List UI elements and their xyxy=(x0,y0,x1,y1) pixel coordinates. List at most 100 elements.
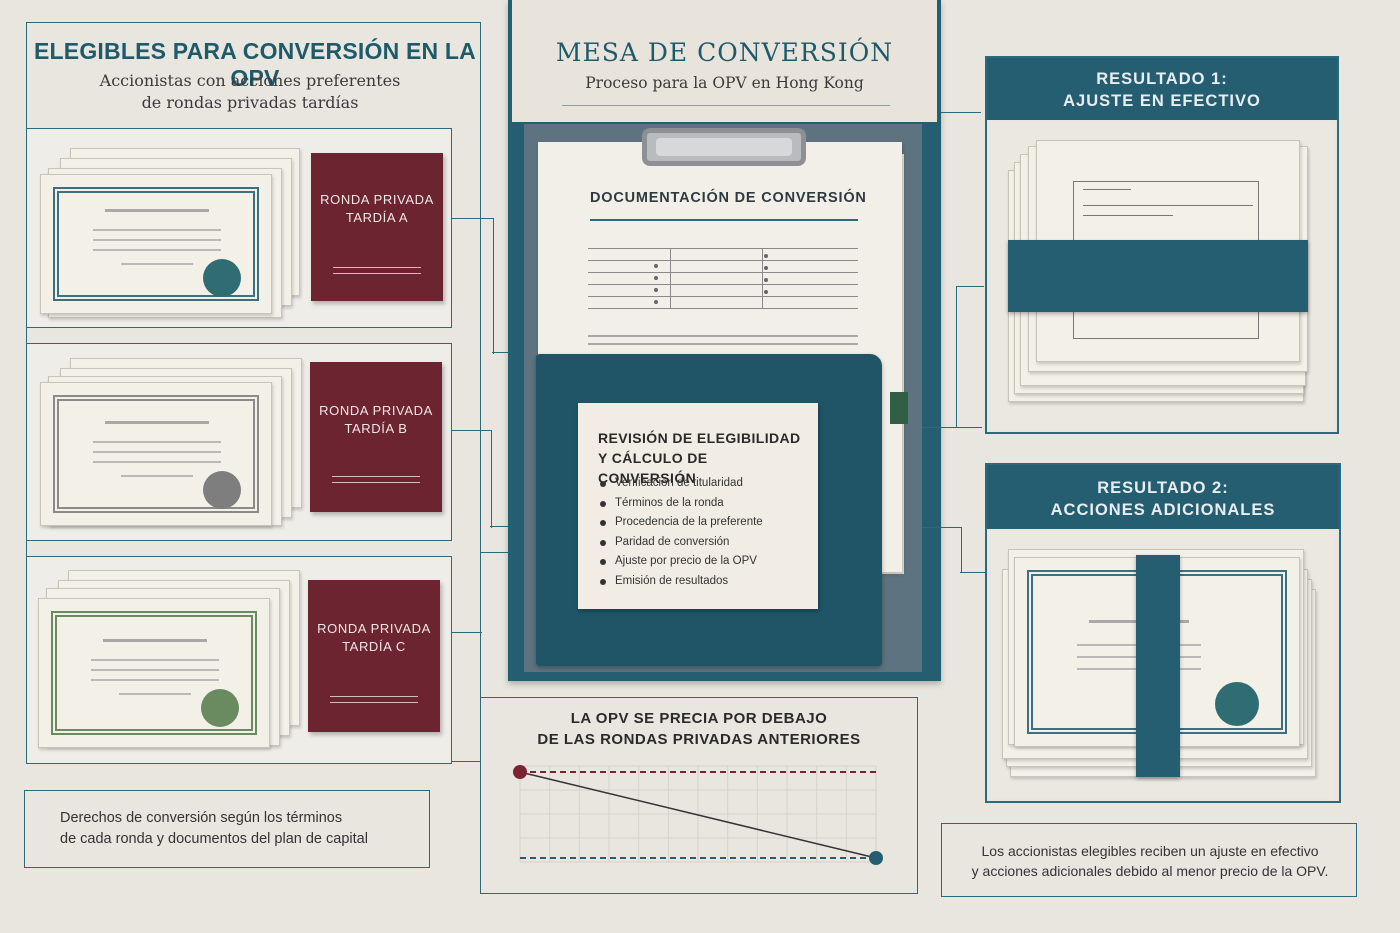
conversion-rights-note: Derechos de conversión según los término… xyxy=(60,808,420,850)
folder-tab xyxy=(890,392,908,424)
conversion-rights-note-line-2: de cada ronda y documentos del plan de c… xyxy=(60,831,368,847)
result-2-title-line-2: ACCIONES ADICIONALES xyxy=(1050,501,1276,519)
header-divider xyxy=(562,105,890,106)
review-step: Procedencia de la preferente xyxy=(615,516,763,528)
table-rule xyxy=(588,248,858,249)
round-card-c[interactable]: RONDA PRIVADA TARDÍA C xyxy=(308,580,440,732)
ipo-price-chart xyxy=(513,765,883,865)
certificate-border-c xyxy=(51,611,257,735)
conversion-desk-header xyxy=(512,0,937,122)
chart-title-line-2: DE LAS RONDAS PRIVADAS ANTERIORES xyxy=(537,731,861,748)
table-rule xyxy=(588,284,858,285)
connector-line-b-end xyxy=(490,526,522,527)
certificate-border-b xyxy=(53,395,259,513)
connector-line-c-up xyxy=(480,552,522,632)
result-2-frame xyxy=(985,463,1341,803)
result-2-header xyxy=(987,465,1339,529)
table-column-rule xyxy=(762,248,763,308)
round-card-a-line-2: TARDÍA A xyxy=(345,210,409,225)
certificate-front-b xyxy=(40,382,272,526)
chart-series-line-1 xyxy=(519,771,877,859)
conversion-desk-title: MESA DE CONVERSIÓN xyxy=(555,38,894,67)
table-footer-rule xyxy=(588,335,858,337)
table-dot xyxy=(764,266,768,270)
review-step: Términos de la ronda xyxy=(615,497,724,509)
result-2-title-line-1: RESULTADO 2: xyxy=(1097,479,1229,497)
result-2-title: RESULTADO 2: ACCIONES ADICIONALES xyxy=(987,477,1339,521)
eligibility-review-title-line-2: Y CÁLCULO DE CONVERSIÓN xyxy=(598,450,708,486)
result-1-header xyxy=(987,58,1337,120)
result-1-title-line-2: AJUSTE EN EFECTIVO xyxy=(1063,92,1261,110)
connector-line-c xyxy=(452,632,482,633)
round-card-b-line-2: TARDÍA B xyxy=(344,421,408,436)
table-dot xyxy=(764,290,768,294)
outcome-note-line-2: y acciones adicionales debido al menor p… xyxy=(971,863,1329,879)
bullet-icon xyxy=(600,481,606,487)
chart-point-private-round xyxy=(513,765,527,779)
table-rule xyxy=(588,296,858,297)
ipo-price-chart-frame xyxy=(480,697,918,894)
additional-shares-stack xyxy=(1000,543,1320,783)
review-step: Paridad de conversión xyxy=(615,536,730,548)
round-card-b-line-1: RONDA PRIVADA xyxy=(319,403,433,418)
eligible-subtitle-line-2: de rondas privadas tardías xyxy=(141,93,359,112)
bullet-icon xyxy=(600,579,606,585)
eligibility-review-card[interactable] xyxy=(578,403,818,609)
review-step: Verificación de titularidad xyxy=(615,477,743,489)
conversion-rights-note-line-1: Derechos de conversión según los término… xyxy=(60,810,343,826)
result-1-title: RESULTADO 1: AJUSTE EN EFECTIVO xyxy=(987,68,1337,112)
connector-line-b xyxy=(452,430,492,528)
document-title: DOCUMENTACIÓN DE CONVERSIÓN xyxy=(590,190,867,206)
connector-result-2 xyxy=(922,527,962,573)
certificate-front-c xyxy=(38,598,270,748)
connector-result-2-end xyxy=(960,572,986,573)
chart-title-line-1: LA OPV SE PRECIA POR DEBAJO xyxy=(570,710,828,727)
chart-point-ipo xyxy=(869,851,883,865)
outcome-note-frame xyxy=(941,823,1357,897)
shares-band xyxy=(1136,555,1180,777)
result-1-title-line-1: RESULTADO 1: xyxy=(1096,70,1228,88)
outcome-note: Los accionistas elegibles reciben un aju… xyxy=(950,841,1350,881)
bullet-icon xyxy=(600,559,606,565)
eligible-title: ELEGIBLES PARA CONVERSIÓN EN LA OPV xyxy=(34,38,476,91)
table-rule xyxy=(588,272,858,273)
eligible-subtitle: Accionistas con acciones preferentes de … xyxy=(60,70,440,114)
table-dot xyxy=(764,278,768,282)
review-step: Ajuste por precio de la OPV xyxy=(615,555,757,567)
connector-result-1-vertical xyxy=(956,286,984,428)
clip-inner xyxy=(656,138,792,156)
table-dot xyxy=(654,288,658,292)
seal-icon xyxy=(203,471,241,509)
connector-line-a-end xyxy=(492,352,522,353)
table-dot xyxy=(654,300,658,304)
certificate-border-a xyxy=(53,187,259,301)
ipo-price-chart-title: LA OPV SE PRECIA POR DEBAJO DE LAS RONDA… xyxy=(480,708,918,750)
seal-icon xyxy=(201,689,239,727)
seal-icon xyxy=(1215,682,1259,726)
chart-grid xyxy=(519,765,877,863)
eligibility-review-title: REVISIÓN DE ELEGIBILIDAD Y CÁLCULO DE CO… xyxy=(598,428,808,488)
bullet-icon xyxy=(600,520,606,526)
round-card-a-line-1: RONDA PRIVADA xyxy=(320,192,434,207)
eligible-subtitle-line-1: Accionistas con acciones preferentes xyxy=(99,71,401,90)
connector-line-a xyxy=(452,218,494,354)
eligibility-review-title-line-1: REVISIÓN DE ELEGIBILIDAD xyxy=(598,430,801,446)
result-1-frame xyxy=(985,56,1339,434)
bullet-icon xyxy=(600,540,606,546)
conversion-desk-subtitle: Proceso para la OPV en Hong Kong xyxy=(585,74,864,92)
outcome-note-line-1: Los accionistas elegibles reciben un aju… xyxy=(981,843,1319,859)
cash-adjustment-stack xyxy=(1008,140,1308,412)
review-step: Emisión de resultados xyxy=(615,575,729,587)
round-card-b[interactable]: RONDA PRIVADA TARDÍA B xyxy=(310,362,442,512)
cash-band xyxy=(1008,240,1308,312)
table-column-rule xyxy=(670,248,671,308)
document-title-rule xyxy=(590,219,858,221)
table-dot xyxy=(764,254,768,258)
chart-series xyxy=(519,771,877,859)
conversion-rights-note-frame xyxy=(24,790,430,868)
round-card-a[interactable]: RONDA PRIVADA TARDÍA A xyxy=(311,153,443,301)
table-rule xyxy=(588,308,858,309)
connector-result-1 xyxy=(941,112,981,113)
table-rule xyxy=(588,260,858,261)
chart-points xyxy=(513,765,883,865)
